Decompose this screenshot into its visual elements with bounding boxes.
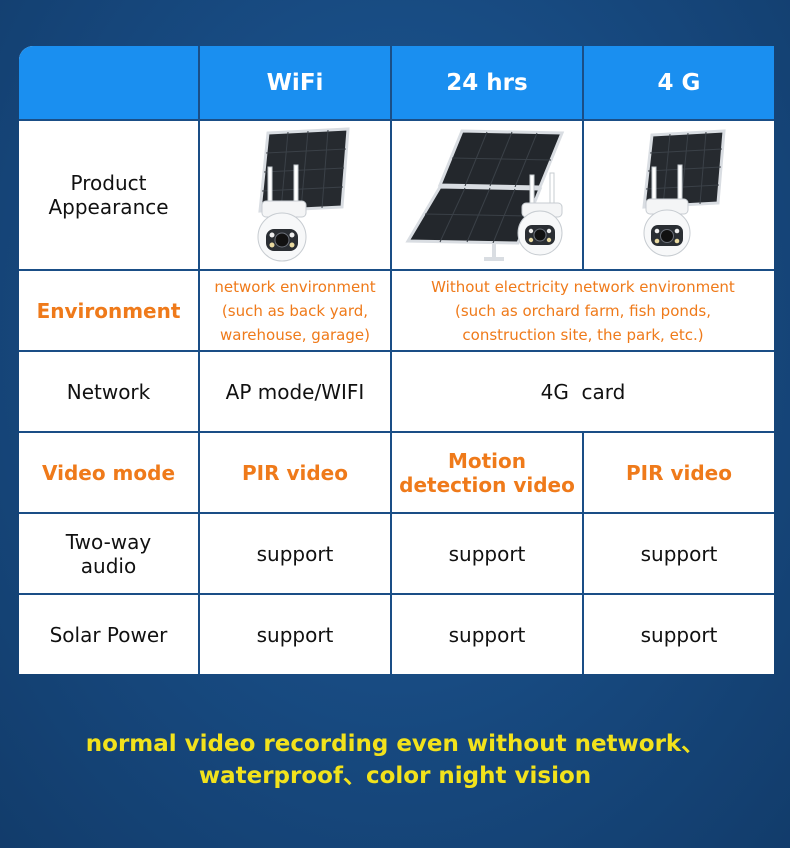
cell-solar-4g: support xyxy=(582,593,774,674)
video-24hrs-line2: detection video xyxy=(399,472,575,497)
cell-solar-24hrs: support xyxy=(390,593,584,674)
row-two-way-audio: Two-way audio support support support xyxy=(19,512,774,595)
header-wifi: WiFi xyxy=(198,46,392,121)
label-environment: Environment xyxy=(19,269,200,352)
cell-video-24hrs: Motion detection video xyxy=(390,431,584,514)
env-other-line3: construction site, the park, etc.) xyxy=(462,325,704,344)
cell-appearance-wifi xyxy=(198,119,392,271)
env-other-line1: Without electricity network environment xyxy=(431,277,735,296)
env-wifi-line3: warehouse, garage) xyxy=(220,325,370,344)
label-two-way-line1: Two-way xyxy=(65,529,152,554)
solar-camera-4g-icon xyxy=(642,129,726,257)
cell-twoway-24hrs: support xyxy=(390,512,584,595)
cell-twoway-4g: support xyxy=(582,512,774,595)
feature-caption: normal video recording even without netw… xyxy=(0,728,790,792)
label-product-appearance: Product Appearance xyxy=(19,119,200,271)
header-4g: 4 G xyxy=(582,46,774,121)
cell-environment-other: Without electricity network environment … xyxy=(390,269,774,352)
cell-twoway-wifi: support xyxy=(198,512,392,595)
cell-appearance-24hrs xyxy=(390,119,584,271)
video-24hrs-line1: Motion xyxy=(447,448,527,473)
row-environment: Environment network environment (such as… xyxy=(19,269,774,352)
label-product-line1: Product xyxy=(70,171,147,195)
solar-camera-dual-panel-icon xyxy=(404,129,564,261)
cell-appearance-4g xyxy=(582,119,774,271)
env-other-line2: (such as orchard farm, fish ponds, xyxy=(455,301,711,320)
row-network: Network AP mode/WIFI 4G card xyxy=(19,350,774,433)
header-row: WiFi 24 hrs 4 G xyxy=(19,46,774,121)
label-two-way-audio: Two-way audio xyxy=(19,512,200,595)
feature-caption-line2: waterproof、color night vision xyxy=(198,763,592,789)
header-24hrs: 24 hrs xyxy=(390,46,584,121)
env-wifi-line1: network environment xyxy=(214,277,376,296)
cell-solar-wifi: support xyxy=(198,593,392,674)
cell-video-4g: PIR video xyxy=(582,431,774,514)
feature-caption-line1: normal video recording even without netw… xyxy=(85,731,705,757)
row-product-appearance: Product Appearance xyxy=(19,119,774,271)
cell-network-wifi: AP mode/WIFI xyxy=(198,350,392,433)
label-product-line2: Appearance xyxy=(48,195,169,219)
label-video-mode: Video mode xyxy=(19,431,200,514)
cell-video-wifi: PIR video xyxy=(198,431,392,514)
label-network: Network xyxy=(19,350,200,433)
env-wifi-line2: (such as back yard, xyxy=(221,301,369,320)
comparison-table: WiFi 24 hrs 4 G Product Appearance xyxy=(19,46,774,674)
cell-environment-wifi: network environment (such as back yard, … xyxy=(198,269,392,352)
label-solar-power: Solar Power xyxy=(19,593,200,674)
comparison-table-container: WiFi 24 hrs 4 G Product Appearance xyxy=(19,46,774,674)
row-solar-power: Solar Power support support support xyxy=(19,593,774,674)
cell-network-other: 4G card xyxy=(390,350,774,433)
label-two-way-line2: audio xyxy=(80,553,137,578)
row-video-mode: Video mode PIR video Motion detection vi… xyxy=(19,431,774,514)
solar-camera-wifi-icon xyxy=(257,127,350,262)
header-corner-cell xyxy=(19,46,200,121)
